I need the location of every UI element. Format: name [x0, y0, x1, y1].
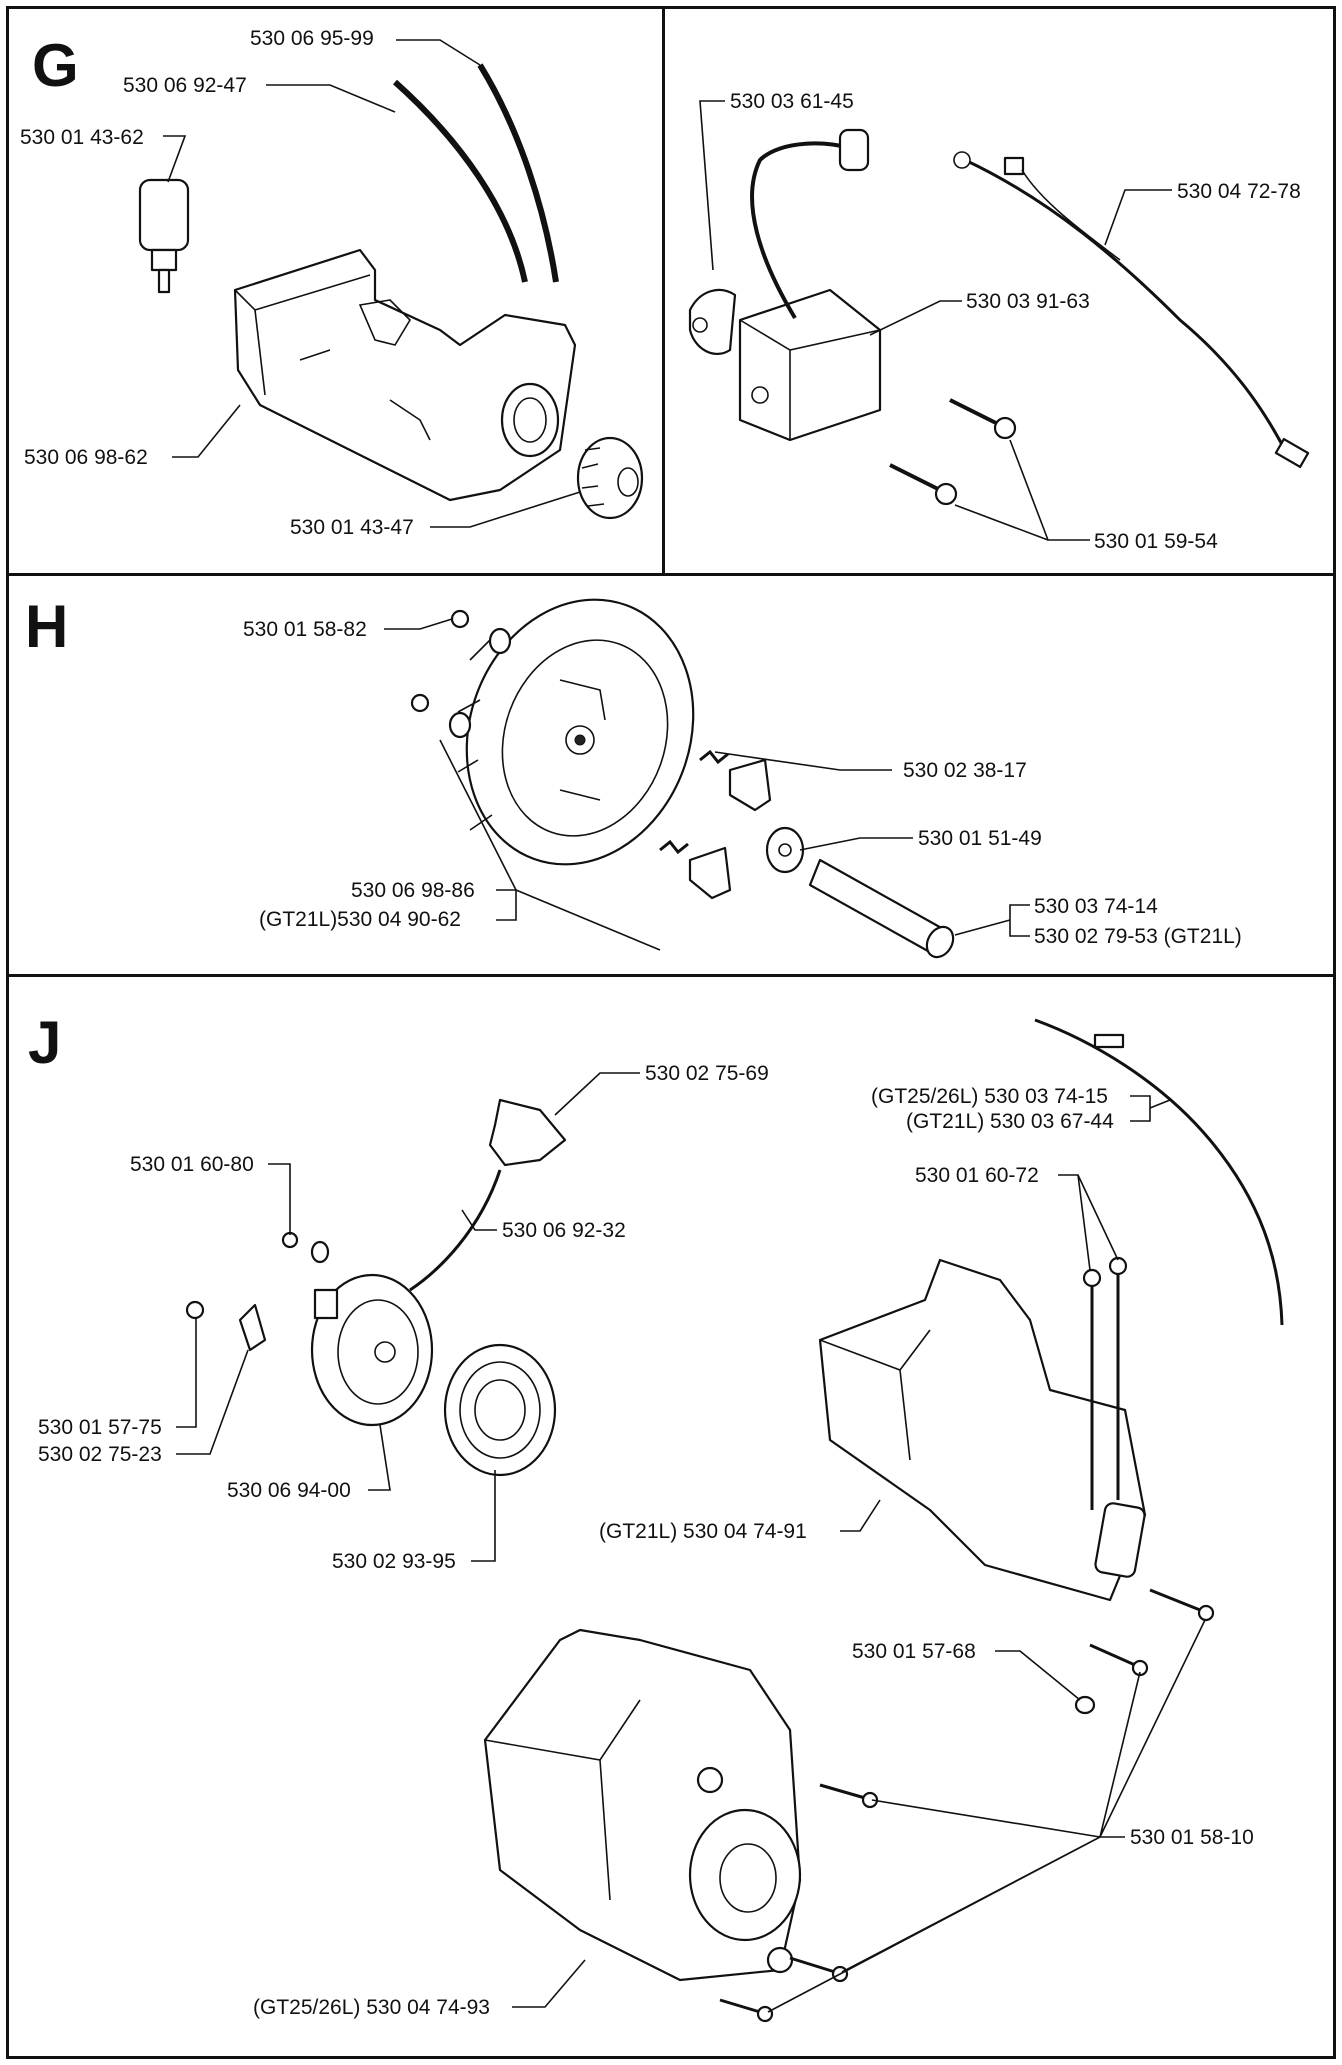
part-label: (GT21L) 530 04 74-91 — [599, 1520, 807, 1543]
part-label: 530 02 38-17 — [903, 759, 1027, 782]
section-letter-j: J — [28, 1009, 62, 1076]
fuel-tank — [233, 248, 577, 502]
part-label: 530 06 95-99 — [250, 27, 374, 50]
starter-small-parts — [185, 1231, 330, 1352]
part-label: 530 04 72-78 — [1177, 180, 1301, 203]
part-label: 530 02 75-69 — [645, 1062, 769, 1085]
part-label: 530 01 60-72 — [915, 1164, 1039, 1187]
part-label: (GT21L)530 04 90-62 — [259, 908, 461, 931]
part-label: 530 03 74-14 — [1034, 895, 1158, 918]
j-leaders — [176, 1072, 1206, 2013]
part-label: (GT21L) 530 03 67-44 — [906, 1110, 1114, 1133]
engine-cover-small — [818, 1256, 1147, 1602]
part-label: 530 02 93-95 — [332, 1550, 456, 1573]
part-label: 530 01 59-54 — [1094, 530, 1218, 553]
part-label: 530 01 60-80 — [130, 1153, 254, 1176]
fuel-cap — [576, 436, 644, 520]
part-label: 530 02 75-23 — [38, 1443, 162, 1466]
part-label: 530 06 92-47 — [123, 74, 247, 97]
ignition-leaders — [699, 100, 1172, 541]
clutch-springs-shoes — [659, 749, 772, 900]
part-label: 530 03 91-63 — [966, 290, 1090, 313]
fuel-line-upper — [393, 63, 559, 283]
part-label: 530 01 58-82 — [243, 618, 367, 641]
clutch-washers-bolts — [410, 609, 805, 874]
part-label: 530 03 61-45 — [730, 90, 854, 113]
part-label: 530 02 79-53 (GT21L) — [1034, 925, 1242, 948]
h-leaders — [384, 618, 1030, 951]
clutch-sleeve — [808, 858, 955, 959]
part-label: 530 01 51-49 — [918, 827, 1042, 850]
section-letter-g: G — [32, 32, 79, 99]
cover-screws — [719, 1588, 1215, 2023]
part-label: 530 01 57-68 — [852, 1640, 976, 1663]
part-label: 530 06 94-00 — [227, 1479, 351, 1502]
part-label: (GT25/26L) 530 04 74-93 — [253, 1996, 490, 2019]
part-label: (GT25/26L) 530 03 74-15 — [871, 1085, 1108, 1108]
throttle-cable — [1034, 1018, 1284, 1326]
part-label: 530 01 57-75 — [38, 1416, 162, 1439]
ignition-wire-harness — [953, 151, 1310, 469]
fuel-filter — [138, 178, 190, 294]
part-label: 530 06 98-86 — [351, 879, 475, 902]
part-label: 530 06 98-62 — [24, 446, 148, 469]
part-label: 530 06 92-32 — [502, 1219, 626, 1242]
panel-j — [6, 974, 1336, 2059]
part-label: 530 01 43-47 — [290, 516, 414, 539]
starter-handle — [409, 1098, 567, 1292]
part-label: 530 01 58-10 — [1130, 1826, 1254, 1849]
section-letter-h: H — [25, 593, 69, 660]
ignition-screws — [889, 398, 1017, 506]
g-leaders — [163, 39, 581, 528]
part-label: 530 01 43-62 — [20, 126, 144, 149]
starter-spring — [443, 1343, 557, 1477]
ignition-module — [688, 128, 882, 442]
starter-pulley — [310, 1273, 434, 1427]
clutch-drum — [457, 598, 695, 866]
engine-cover-large — [483, 1628, 802, 1982]
